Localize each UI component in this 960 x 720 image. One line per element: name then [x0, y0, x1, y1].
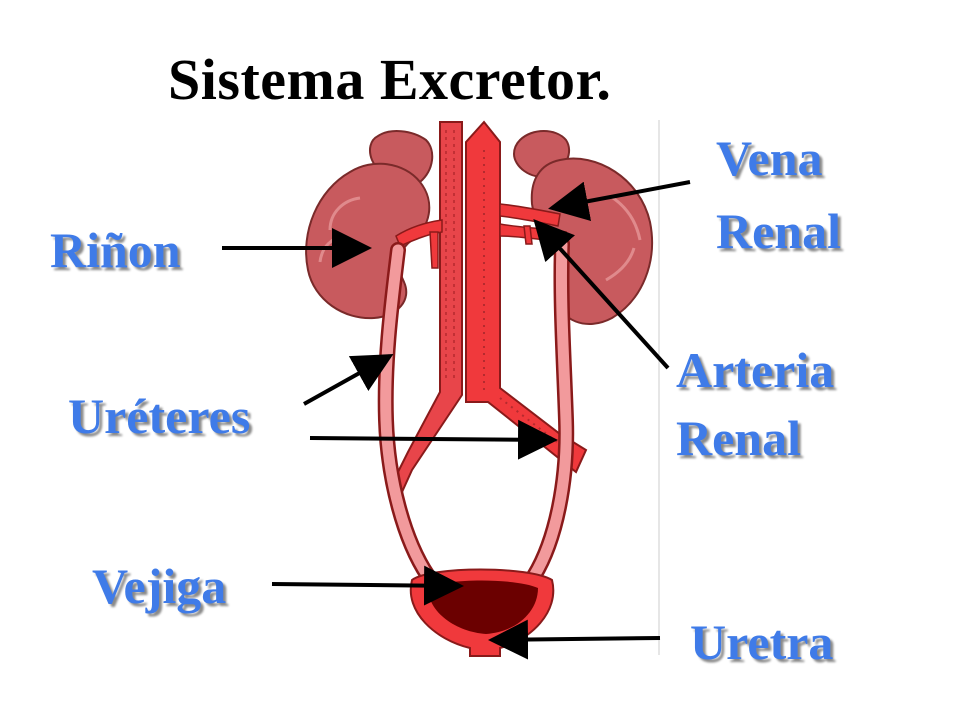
- label-vena-line1: Vena: [716, 130, 823, 186]
- arrow-ureter-right: [309, 419, 558, 460]
- arrow-vejiga: [271, 565, 464, 606]
- ureters: [377, 236, 575, 584]
- label-rinon: Riñon: [50, 222, 181, 278]
- arrow-vena-renal: [548, 180, 691, 221]
- bladder: [409, 568, 555, 657]
- aorta: [465, 120, 588, 474]
- label-vena-line2: Renal: [716, 203, 841, 259]
- label-arteria-line1: Arteria: [676, 342, 835, 398]
- arrow-uretra: [488, 619, 661, 660]
- slide-title: Sistema Excretor.: [168, 47, 612, 112]
- left-kidney: [305, 130, 434, 320]
- arrow-arteria-renal: [533, 219, 670, 370]
- label-arteria-line2: Renal: [676, 410, 801, 466]
- label-uretra: Uretra: [690, 614, 834, 670]
- label-ureteres: Uréteres: [68, 388, 251, 444]
- arrow-ureter-left: [303, 354, 394, 406]
- label-vejiga: Vejiga: [92, 558, 227, 614]
